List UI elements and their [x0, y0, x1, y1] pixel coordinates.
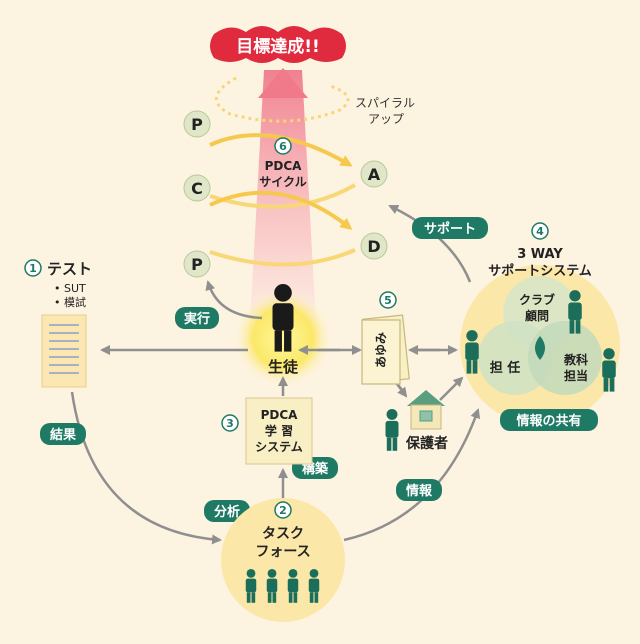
- svg-text:5: 5: [384, 294, 392, 307]
- svg-text:学 習: 学 習: [265, 423, 293, 438]
- pdca-ring-lower-back: [209, 190, 353, 230]
- svg-text:担当: 担当: [564, 368, 588, 383]
- svg-text:4: 4: [536, 225, 544, 238]
- goal-arrow-head: [258, 68, 308, 98]
- svg-text:情報の共有: 情報の共有: [516, 413, 581, 429]
- spiral-label-line1: スパイラル: [355, 96, 415, 110]
- spiral-label-line2: アップ: [368, 112, 404, 126]
- guardian-group: 保護者: [385, 390, 448, 452]
- task-force-group: 2 タスク フォース: [221, 498, 345, 622]
- svg-text:システム: システム: [255, 440, 303, 454]
- guardian-threeway-arrow: [439, 376, 464, 401]
- svg-text:顧問: 顧問: [525, 308, 549, 323]
- info-share-badge: 情報の共有: [500, 409, 598, 431]
- pdca-ring-upper-back: [209, 133, 353, 167]
- svg-text:P: P: [191, 255, 203, 274]
- result-analysis-arrow: [70, 391, 222, 545]
- svg-text:6: 6: [279, 140, 287, 153]
- student-label: 生徒: [268, 358, 299, 376]
- svg-text:サイクル: サイクル: [259, 175, 306, 189]
- svg-text:情報: 情報: [406, 483, 433, 499]
- svg-text:テスト: テスト: [47, 260, 92, 278]
- spiral-dotted-path: [215, 76, 350, 123]
- svg-text:1: 1: [29, 262, 37, 275]
- pdca-cycle-label: 6 PDCA サイクル: [259, 137, 307, 189]
- support-arrow: [388, 204, 472, 283]
- ayumi-booklet-icon: あゆみ: [361, 314, 410, 385]
- support-badge: サポート: [412, 217, 488, 239]
- svg-text:3: 3: [226, 417, 234, 430]
- svg-text:PDCA: PDCA: [261, 408, 299, 422]
- svg-text:A: A: [368, 165, 381, 184]
- student-glow: [233, 288, 333, 388]
- house-icon: [407, 390, 445, 430]
- pdca-ring-upper-front: [209, 183, 356, 209]
- goal-text: 目標達成!!: [236, 36, 320, 57]
- svg-text:フォース: フォース: [255, 544, 310, 560]
- svg-text:タスク: タスク: [262, 526, 304, 542]
- svg-text:• 模試: • 模試: [54, 295, 86, 309]
- svg-text:クラブ: クラブ: [519, 292, 555, 307]
- execute-arrow: [205, 280, 263, 320]
- guardian-person-icon: [385, 408, 399, 451]
- test-header: 1 テスト • SUT • 模試: [24, 259, 92, 309]
- svg-text:PDCA: PDCA: [265, 159, 303, 173]
- svg-text:結果: 結果: [50, 427, 76, 443]
- result-badge: 結果: [40, 423, 86, 445]
- execute-badge: 実行: [175, 307, 219, 329]
- svg-text:D: D: [367, 237, 380, 256]
- svg-text:P: P: [191, 115, 203, 134]
- svg-text:担 任: 担 任: [490, 360, 521, 376]
- info-badge: 情報: [396, 479, 442, 501]
- svg-text:分析: 分析: [214, 504, 240, 520]
- three-way-support: 4 3 WAY サポートシステム クラブ 顧問 担 任 教科 担当 情報の共有: [460, 222, 620, 431]
- svg-text:3 WAY: 3 WAY: [517, 247, 563, 262]
- guardian-label: 保護者: [405, 435, 448, 452]
- pdca-letter-p-bottom: P: [183, 250, 211, 278]
- svg-text:実行: 実行: [184, 311, 210, 327]
- pdca-ring-lower-front: [209, 248, 356, 267]
- svg-text:C: C: [191, 179, 203, 198]
- ayumi-number: 5: [379, 291, 397, 309]
- analysis-badge: 分析: [204, 500, 250, 522]
- learning-system-box: 3 PDCA 学 習 システム: [221, 397, 313, 465]
- pdca-letter-p-top: P: [183, 110, 211, 138]
- test-document-icon: [41, 314, 87, 388]
- svg-text:サポート: サポート: [424, 221, 476, 237]
- svg-text:構築: 構築: [302, 461, 329, 477]
- pdca-letter-a: A: [360, 160, 388, 188]
- pdca-letter-c: C: [183, 174, 211, 202]
- pdca-letter-d: D: [360, 232, 388, 260]
- svg-text:• SUT: • SUT: [54, 282, 86, 295]
- svg-text:サポートシステム: サポートシステム: [488, 263, 592, 279]
- goal-banner: 目標達成!!: [210, 26, 346, 63]
- ayumi-label: あゆみ: [374, 332, 388, 368]
- svg-text:教科: 教科: [563, 352, 588, 367]
- svg-text:2: 2: [279, 504, 287, 517]
